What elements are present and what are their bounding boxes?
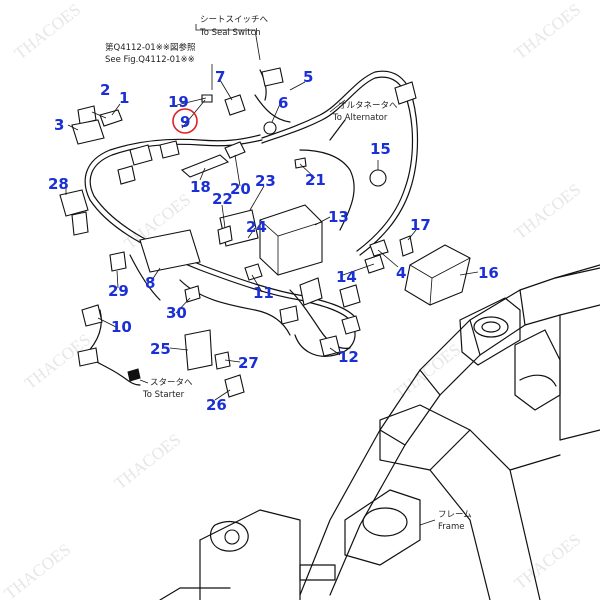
plug-part <box>224 94 246 116</box>
parts <box>59 67 471 398</box>
connector-part <box>117 165 136 185</box>
highlight-circle <box>172 108 198 134</box>
controller-box <box>259 204 323 276</box>
callout-30: 30 <box>166 304 187 322</box>
callout-14: 14 <box>336 268 357 286</box>
callout-12: 12 <box>338 348 359 366</box>
callout-4: 4 <box>396 264 406 282</box>
frame-note-jp: フレーム <box>438 510 472 520</box>
connector-part <box>109 251 127 272</box>
callout-7: 7 <box>215 68 225 86</box>
callout-28: 28 <box>48 175 69 193</box>
callout-26: 26 <box>206 396 227 414</box>
connector-part <box>81 304 103 327</box>
callout-24: 24 <box>246 218 267 236</box>
callout-27: 27 <box>238 354 259 372</box>
connector-part <box>77 347 99 367</box>
frame-note-en: Frame <box>438 522 464 532</box>
bolt-part <box>244 263 263 281</box>
bracket-part <box>217 225 233 245</box>
grommet-part <box>263 121 277 135</box>
bolt-part <box>399 235 414 257</box>
callout-17: 17 <box>410 216 431 234</box>
connector-part <box>339 284 361 308</box>
callout-10: 10 <box>111 318 132 336</box>
callout-18: 18 <box>190 178 211 196</box>
bracket-part <box>184 329 213 371</box>
callout-21: 21 <box>305 171 326 189</box>
seat-switch-note-jp: シートスイッチへ <box>200 15 269 25</box>
callout-labels: 1 2 3 4 5 6 7 8 9 10 11 12 13 14 15 16 1… <box>48 68 499 414</box>
callout-2: 2 <box>100 81 110 99</box>
bracket-part <box>180 154 230 178</box>
frame-structure <box>159 264 600 600</box>
clip-part <box>294 157 307 169</box>
connector-part <box>369 239 389 257</box>
callout-3: 3 <box>54 116 64 134</box>
alternator-note-en: To Alternator <box>332 113 388 123</box>
clip-part <box>214 351 231 370</box>
seat-switch-note-en: To Seal Switch <box>199 28 261 38</box>
leader-lines <box>65 79 479 401</box>
wiring-harness <box>84 69 419 386</box>
connector-part <box>319 335 341 357</box>
callout-16: 16 <box>478 264 499 282</box>
callout-25: 25 <box>150 340 171 358</box>
seat-switch-connector <box>261 67 284 87</box>
callout-6: 6 <box>278 94 288 112</box>
clip-part <box>184 285 201 303</box>
watermark: THACOES <box>1 540 74 600</box>
connector-part <box>341 315 361 335</box>
watermark: THACOES <box>111 430 184 493</box>
connector-part <box>159 140 180 159</box>
watermark: THACOES <box>511 530 584 593</box>
callout-11: 11 <box>253 284 274 302</box>
connector-part <box>129 144 153 166</box>
callout-22: 22 <box>212 190 233 208</box>
callout-1: 1 <box>119 89 129 107</box>
connector-part <box>364 254 385 274</box>
callout-20: 20 <box>230 180 251 198</box>
connector-part <box>279 305 299 325</box>
callout-19: 19 <box>168 93 189 111</box>
callout-13: 13 <box>328 208 349 226</box>
clip-part <box>99 109 123 127</box>
watermark: THACOES <box>11 0 84 63</box>
ref-note-jp: 第Q4112-01※※図参照 <box>105 42 196 53</box>
connector-part <box>71 119 105 145</box>
annotations: シートスイッチへ To Seal Switch 第Q4112-01※※図参照 S… <box>105 15 472 532</box>
relay-part <box>71 211 89 236</box>
mount-plate <box>139 229 201 273</box>
connector-part <box>224 141 246 159</box>
callout-5: 5 <box>303 68 313 86</box>
watermark-group: THACOES THACOES THACOES THACOES THACOES … <box>1 0 584 600</box>
callout-15: 15 <box>370 140 391 158</box>
connector-part <box>224 374 245 398</box>
watermark: THACOES <box>511 0 584 63</box>
ring-clamp <box>369 169 387 187</box>
connector-part <box>299 277 323 306</box>
ref-note-en: See Fig.Q4112-01※※ <box>105 55 195 65</box>
alternator-note-jp: オルタネータへ <box>338 101 398 111</box>
watermark: THACOES <box>391 340 464 403</box>
callout-23: 23 <box>255 172 276 190</box>
watermark: THACOES <box>511 180 584 243</box>
callout-9: 9 <box>180 113 190 131</box>
callout-8: 8 <box>145 274 155 292</box>
alternator-connector <box>394 81 417 105</box>
starter-note-jp: スタータへ <box>150 378 193 388</box>
starter-note-en: To Starter <box>142 390 185 400</box>
relay-part <box>59 189 89 217</box>
callout-29: 29 <box>108 282 129 300</box>
starter-connector <box>127 368 141 382</box>
